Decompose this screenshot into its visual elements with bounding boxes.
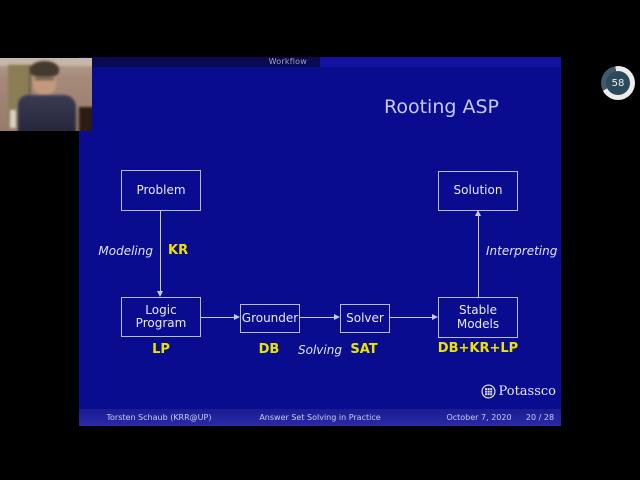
db-kr-lp-label: DB+KR+LP bbox=[437, 341, 519, 356]
stable-models-box: Stable Models bbox=[438, 297, 518, 338]
arrowhead-right-icon bbox=[432, 314, 438, 320]
slide-header-bar: Workflow bbox=[79, 57, 561, 67]
section-title: Workflow bbox=[268, 57, 307, 66]
potassco-globe-icon bbox=[480, 384, 496, 399]
arrowhead-right-icon bbox=[334, 314, 340, 320]
slide-title: Rooting ASP bbox=[384, 96, 499, 118]
countdown-timer-value: 58 bbox=[606, 71, 630, 95]
footer-author: Torsten Schaub (KRR@UP) bbox=[106, 413, 212, 422]
arrow-problem-to-logic-program bbox=[160, 210, 161, 292]
sat-label: SAT bbox=[350, 342, 378, 357]
header-section-segment bbox=[79, 57, 320, 67]
arrow-stable-models-to-solution bbox=[478, 215, 479, 297]
arrowhead-down-icon bbox=[157, 291, 163, 297]
solution-box: Solution bbox=[438, 171, 518, 211]
arrow-grounder-to-solver bbox=[299, 317, 334, 318]
presenter-glasses bbox=[35, 78, 54, 84]
problem-box: Problem bbox=[121, 170, 201, 211]
webcam-furniture bbox=[79, 107, 92, 131]
grounder-box: Grounder bbox=[240, 304, 300, 333]
arrow-solver-to-stable-models bbox=[389, 317, 432, 318]
arrow-logic-program-to-grounder bbox=[201, 317, 234, 318]
footer-talk-title: Answer Set Solving in Practice bbox=[259, 413, 381, 422]
header-subsection-segment bbox=[320, 57, 561, 67]
webcam-scene bbox=[0, 58, 92, 131]
potassco-logo: Potassco bbox=[480, 384, 556, 399]
arrowhead-up-icon bbox=[475, 210, 481, 216]
lp-label: LP bbox=[152, 342, 170, 357]
countdown-timer-ring: 58 bbox=[601, 66, 635, 100]
arrowhead-right-icon bbox=[234, 314, 240, 320]
presenter-webcam-video bbox=[0, 58, 92, 131]
footer-date: October 7, 2020 bbox=[446, 413, 512, 422]
solving-label: Solving bbox=[298, 343, 342, 357]
db-label: DB bbox=[258, 342, 280, 357]
potassco-logo-text: Potassco bbox=[498, 384, 556, 399]
presenter-hair bbox=[30, 61, 59, 77]
kr-label: KR bbox=[168, 243, 189, 258]
logic-program-box: Logic Program bbox=[121, 297, 201, 337]
presentation-slide: Workflow Rooting ASP Problem Solution Lo… bbox=[79, 57, 561, 426]
presenter-torso bbox=[18, 95, 76, 131]
solver-box: Solver bbox=[340, 304, 390, 333]
webcam-radiator bbox=[10, 110, 16, 128]
slide-footer-bar: Torsten Schaub (KRR@UP) Answer Set Solvi… bbox=[79, 409, 561, 426]
modeling-label: Modeling bbox=[98, 244, 153, 258]
footer-page-number: 20 / 28 bbox=[525, 413, 555, 422]
interpreting-label: Interpreting bbox=[486, 244, 558, 258]
